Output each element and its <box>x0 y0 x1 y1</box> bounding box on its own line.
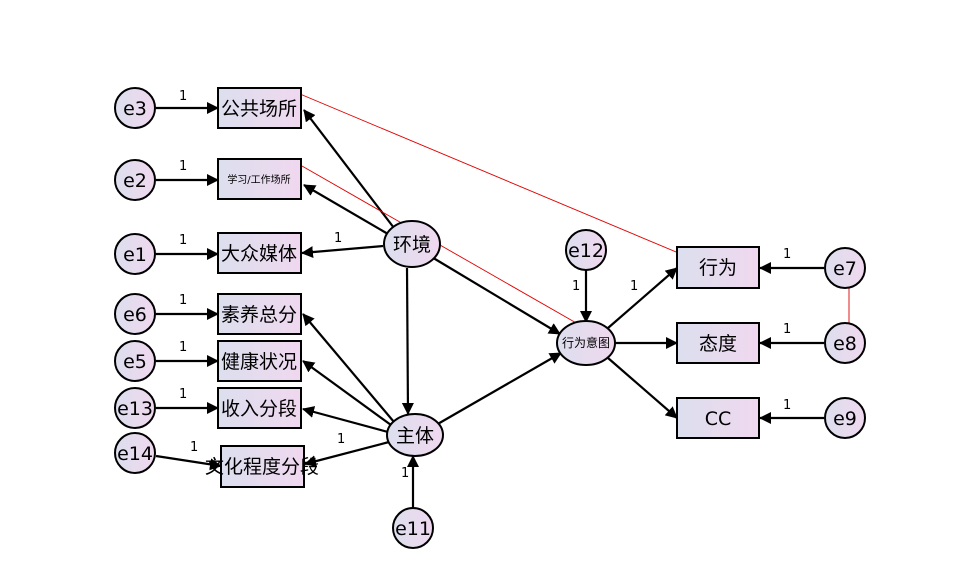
latent-env <box>383 220 441 268</box>
coef-env-media: 1 <box>334 231 342 246</box>
label-income: 收入分段 <box>221 398 297 420</box>
arrow-env-subject <box>401 267 414 415</box>
label-e3: e3 <box>123 98 147 120</box>
label-e9: e9 <box>833 408 857 430</box>
red-paths <box>299 93 854 351</box>
arrow-e14-education <box>155 454 222 471</box>
arrow-intent-behavior <box>607 267 678 329</box>
arrow-env-study <box>303 184 389 235</box>
coef-e11: 1 <box>401 466 409 481</box>
label-e8: e8 <box>833 333 857 355</box>
path-arrows <box>155 102 824 508</box>
error-e8 <box>824 322 866 364</box>
label-behavior: 行为 <box>699 257 737 279</box>
coef-e7: 1 <box>783 247 791 262</box>
error-e12 <box>565 229 607 271</box>
error-e5 <box>114 340 156 382</box>
obs-behavior <box>676 246 760 289</box>
obs-attitude <box>676 322 760 364</box>
error-e3 <box>114 87 156 129</box>
label-health: 健康状况 <box>221 351 297 373</box>
label-e11: e11 <box>395 518 431 540</box>
label-e2: e2 <box>123 170 147 192</box>
arrow-env-media <box>301 244 384 259</box>
label-e12: e12 <box>568 240 604 262</box>
coef-intent-behavior: 1 <box>630 279 638 294</box>
red-path-study-intent <box>301 165 586 329</box>
label-public-places: 公共场所 <box>221 98 297 120</box>
arrow-subj-literacy <box>302 313 395 423</box>
arrow-env-public <box>303 109 395 229</box>
error-e9 <box>824 397 866 439</box>
error-e2 <box>114 159 156 201</box>
coef-e8: 1 <box>783 322 791 337</box>
obs-income <box>217 387 302 429</box>
coef-e6: 1 <box>179 293 187 308</box>
coef-e12: 1 <box>572 279 580 294</box>
label-cc: CC <box>705 408 732 430</box>
coef-e3: 1 <box>179 89 187 104</box>
label-e7: e7 <box>833 258 857 280</box>
label-mass-media: 大众媒体 <box>221 243 297 265</box>
error-e11 <box>392 507 434 549</box>
error-e1 <box>114 233 156 275</box>
coef-e9: 1 <box>783 398 791 413</box>
obs-literacy <box>217 293 302 335</box>
arrow-subj-health <box>302 360 392 426</box>
arrow-intent-cc <box>607 357 678 419</box>
label-attitude: 态度 <box>699 333 737 355</box>
latent-subject <box>386 413 444 457</box>
label-subject: 主体 <box>396 425 434 447</box>
red-path-public-behavior <box>299 93 701 264</box>
label-study-work: 学习/工作场所 <box>227 173 290 186</box>
label-literacy: 素养总分 <box>221 304 297 326</box>
obs-public-places <box>217 87 302 129</box>
error-e13 <box>114 387 156 429</box>
label-e6: e6 <box>123 304 147 326</box>
label-intent: 行为意图 <box>562 335 610 350</box>
label-env: 环境 <box>393 234 431 256</box>
obs-study-work <box>217 158 302 200</box>
label-e1: e1 <box>123 244 147 266</box>
obs-education <box>220 445 305 488</box>
obs-mass-media <box>217 232 302 274</box>
obs-health <box>217 340 302 382</box>
label-e5: e5 <box>123 351 147 373</box>
label-e14: e14 <box>117 443 153 465</box>
label-education: 文化程度分段 <box>205 456 319 478</box>
arrow-subj-education <box>304 440 390 468</box>
error-e7 <box>824 247 866 289</box>
label-e13: e13 <box>117 398 153 420</box>
coef-e2: 1 <box>179 159 187 174</box>
coef-e13: 1 <box>179 387 187 402</box>
coef-e5: 1 <box>179 340 187 355</box>
coef-subj-edu: 1 <box>337 432 345 447</box>
arrow-subject-intent <box>435 352 562 426</box>
error-e14 <box>114 432 156 474</box>
arrow-env-intent <box>429 255 561 335</box>
coef-e1: 1 <box>179 233 187 248</box>
arrow-subj-income <box>302 406 389 434</box>
coef-e14: 1 <box>190 440 198 455</box>
latent-intent <box>556 320 616 366</box>
error-e6 <box>114 293 156 335</box>
obs-cc <box>676 397 760 439</box>
